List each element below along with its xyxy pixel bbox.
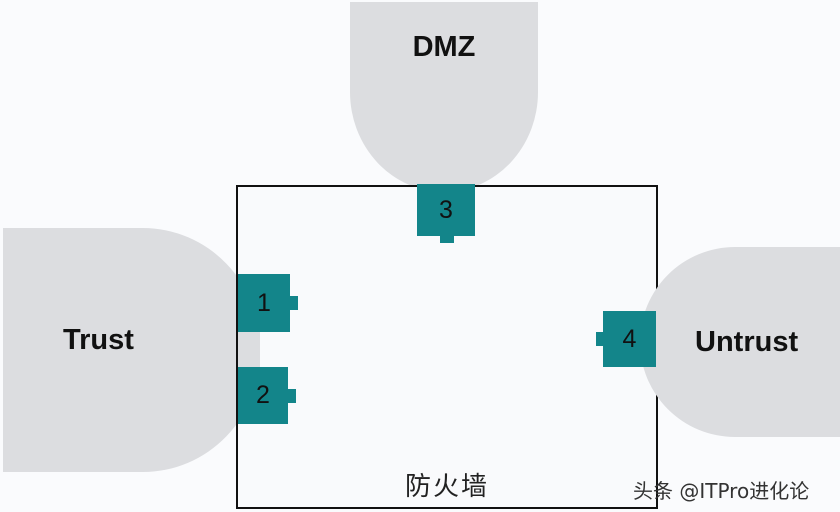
port-2-label: 2	[256, 381, 270, 409]
untrust-zone: Untrust	[640, 247, 840, 437]
dmz-zone: DMZ	[350, 2, 538, 192]
port-3-tab	[440, 236, 454, 243]
trust-zone: Trust	[3, 228, 261, 472]
trust-zone-overlap	[238, 332, 260, 367]
port-3-label: 3	[439, 195, 453, 224]
port-1-label: 1	[257, 288, 271, 317]
port-2-tab	[288, 389, 296, 403]
port-3: 3	[417, 184, 475, 243]
watermark: 头条 @ITPro进化论	[633, 479, 810, 503]
trust-label: Trust	[63, 323, 134, 356]
port-4: 4	[596, 311, 656, 367]
dmz-label: DMZ	[412, 30, 476, 63]
port-4-label: 4	[622, 324, 637, 353]
port-1-tab	[290, 296, 298, 310]
port-1: 1	[238, 274, 298, 332]
port-4-tab	[596, 332, 603, 346]
untrust-label: Untrust	[695, 325, 799, 358]
firewall-label: 防火墙	[404, 472, 489, 502]
port-2: 2	[238, 367, 296, 424]
